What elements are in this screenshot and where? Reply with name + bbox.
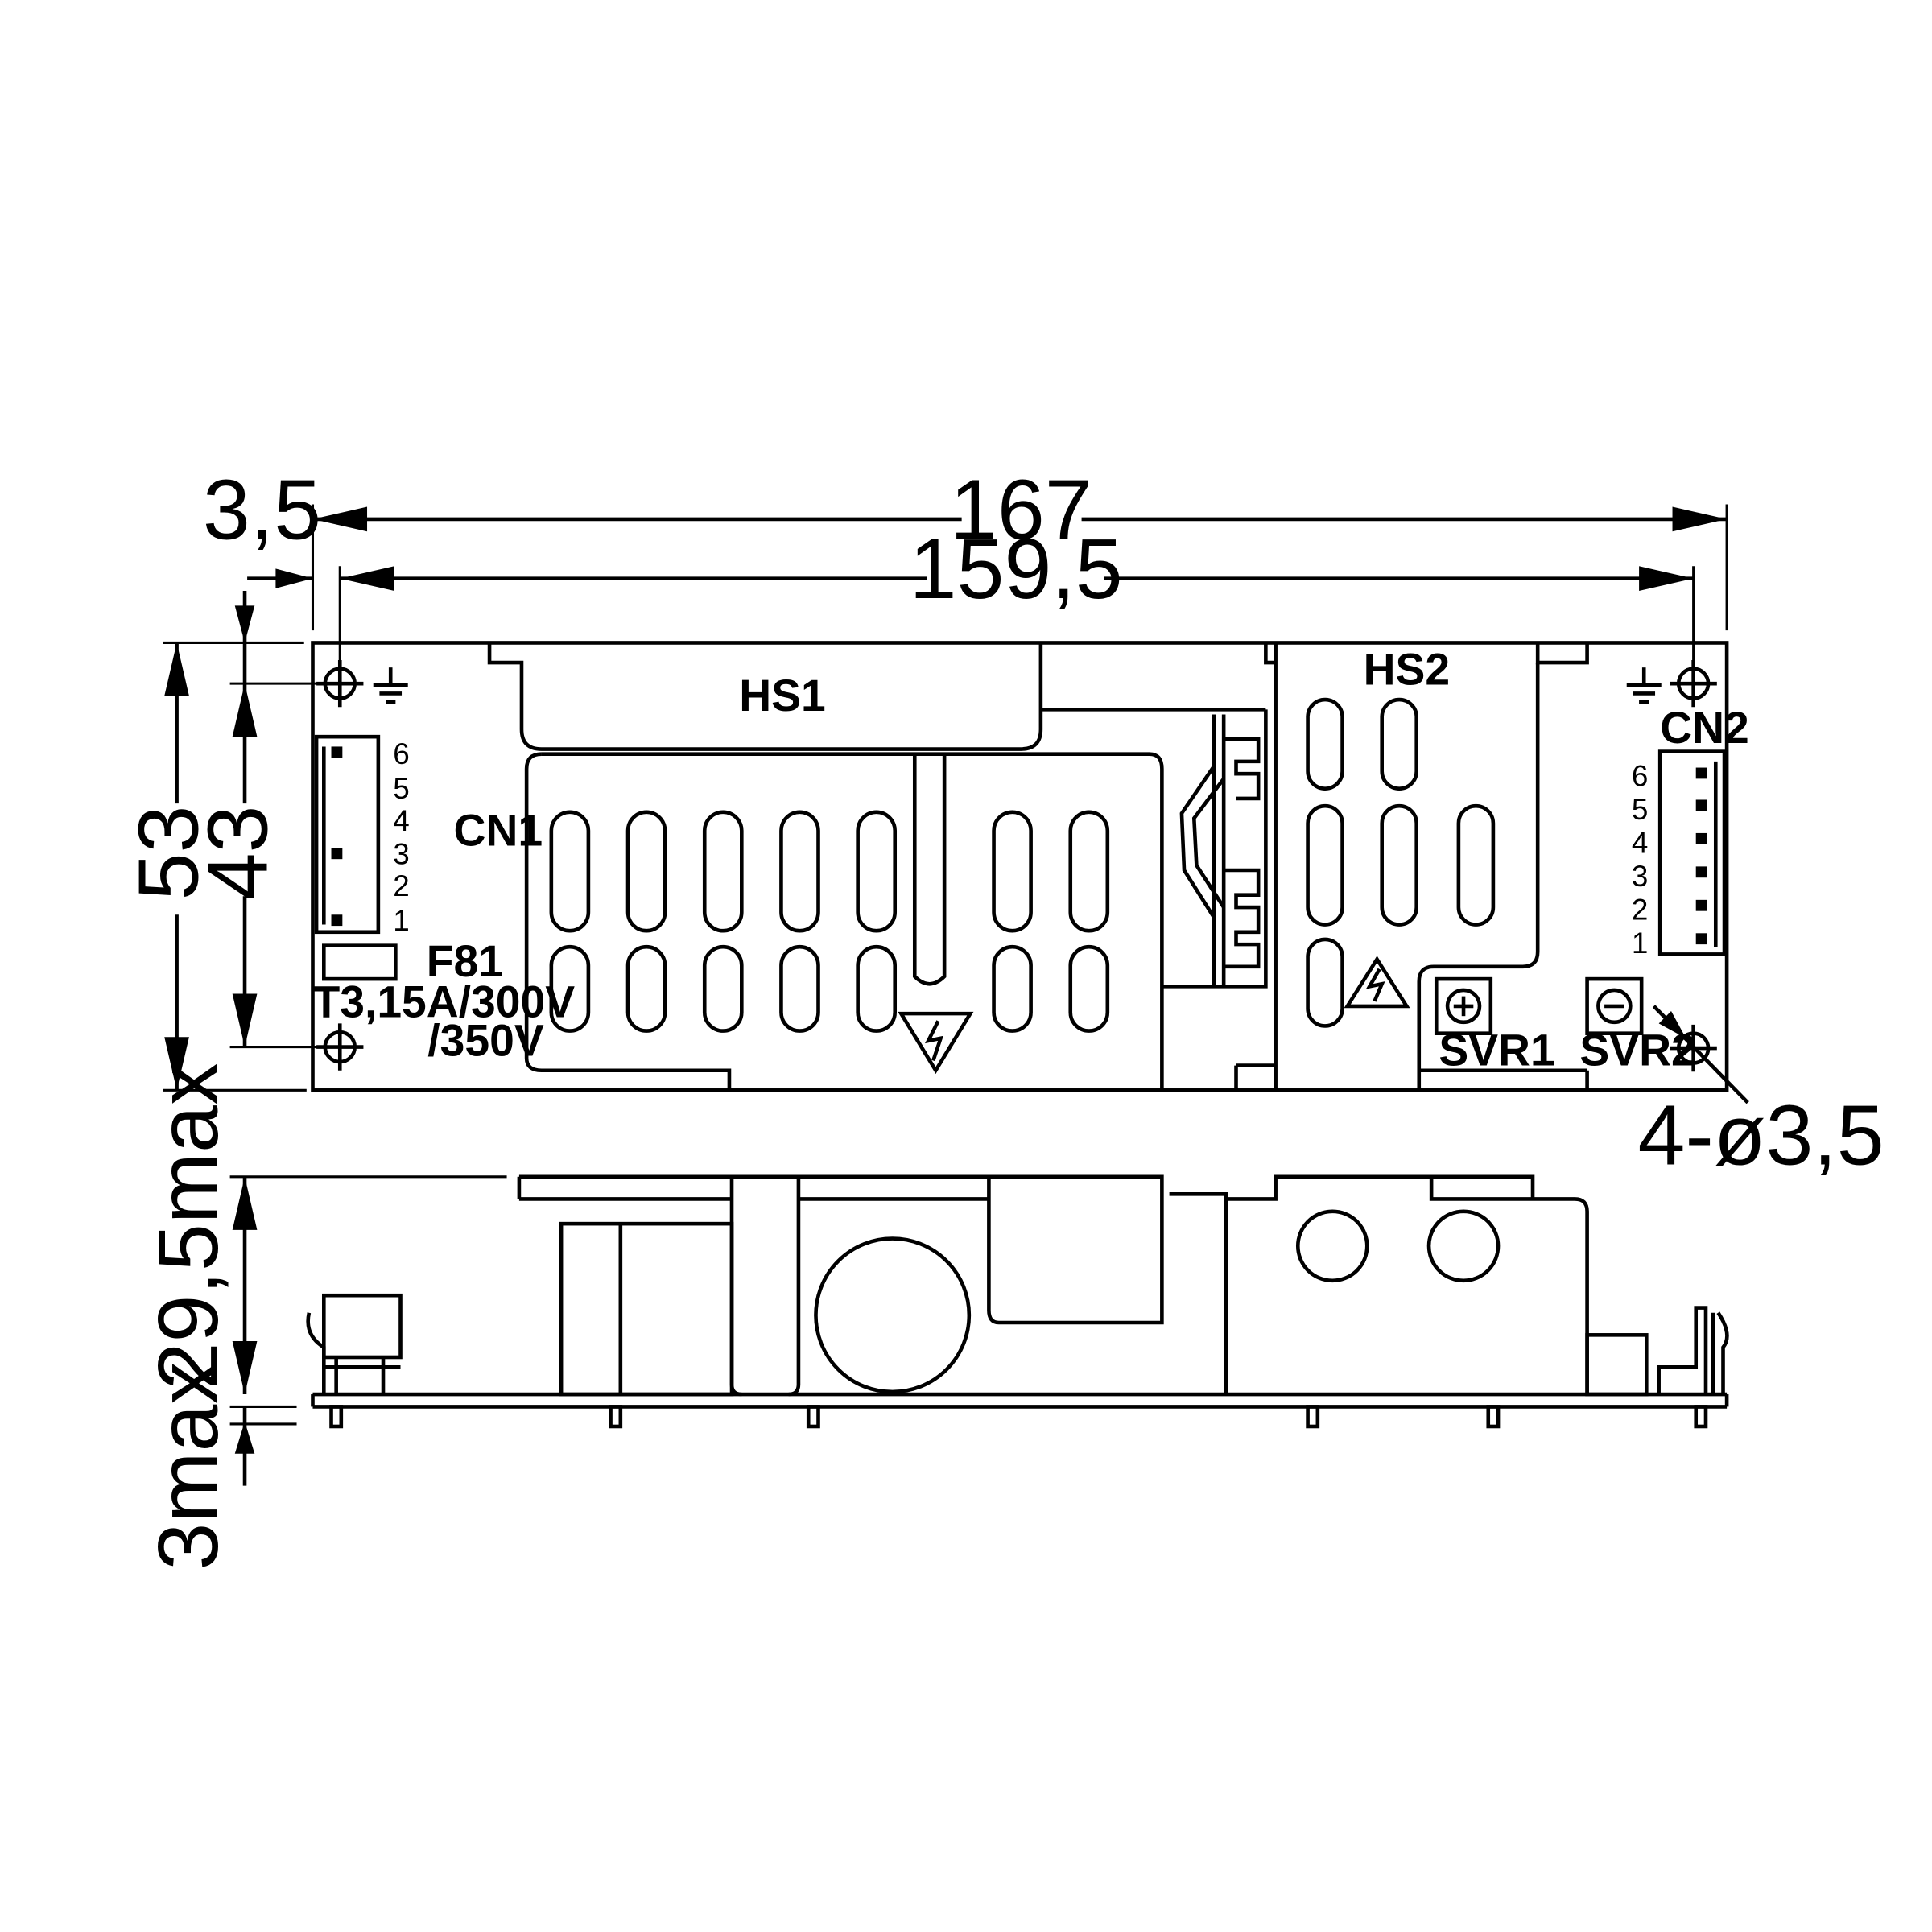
arrowhead [312,506,368,532]
width-dimensions: 53 43 [122,590,324,1092]
hs2-heatsink: HS2 [1264,642,1589,1091]
hs2-label: HS2 [1364,645,1451,695]
overall-width-label: 53 [122,806,217,901]
arrowhead [164,1037,189,1091]
cn1-pin-label: 5 [393,772,410,805]
arrowhead [1658,1011,1686,1038]
cn2-connector: 6 5 4 3 2 1 CN2 [1632,703,1749,960]
arrowhead [275,568,313,588]
arrowhead [232,683,258,737]
hs1-heatsink: HS1 [487,642,1266,1091]
cn1-pin-label: 2 [393,869,410,902]
cn1-pin-label: 1 [393,904,410,937]
top-view: 6 5 4 3 2 1 CN1 F81 T3,15A/300V /350V HS… [311,641,1885,1183]
ground-icon [1626,667,1662,704]
length-dimensions: 167 159,5 3,5 [203,462,1728,668]
capacitor [814,1236,972,1394]
side-view: 29,5max 3max [141,1063,1729,1571]
arrowhead [1639,566,1694,591]
arrowhead [234,1421,255,1454]
hole-spacing-length-label: 159,5 [910,522,1123,617]
cn2-pin-label: 1 [1632,927,1648,960]
cn1-label: CN1 [454,805,543,855]
svr2-label: SVR2 [1579,1026,1695,1075]
pin-protrusion-label: 3max [141,1362,236,1571]
arrowhead [232,1176,258,1230]
fuse-rating-line2: /350V [427,1015,544,1065]
cn1-pin-label: 4 [393,804,410,837]
arrowhead [1672,506,1728,532]
mounting-holes-label: 4-ø3,5 [1638,1088,1885,1183]
high-voltage-warning-icon [1344,956,1410,1009]
high-voltage-warning-icon [898,1011,974,1075]
mounting-hole-icon [1670,659,1717,708]
arrowhead [164,642,189,696]
fuse-label: F81 [427,936,503,986]
cn1-pin-label: 6 [393,737,410,770]
edge-offset-label: 3,5 [203,462,321,557]
fuse: F81 T3,15A/300V /350V [312,936,575,1065]
cn2-label: CN2 [1660,703,1749,753]
fuse-rating-line1: T3,15A/300V [312,977,575,1027]
cn2-pin-label: 3 [1632,860,1648,893]
cn2-pin-label: 2 [1632,893,1648,926]
arrowhead [234,605,255,643]
transformer [1162,709,1276,1091]
cn2-pin-label: 5 [1632,793,1648,826]
mounting-hole-icon [316,1023,364,1071]
arrowhead [232,993,258,1047]
ground-icon [373,667,408,704]
cn2-pin-label: 4 [1632,827,1648,860]
cn1-pin-label: 3 [393,837,410,870]
arrowhead [232,1341,258,1395]
cn1-connector: 6 5 4 3 2 1 CN1 [314,734,543,937]
arrowhead [340,566,394,591]
hole-spacing-width-label: 43 [191,806,286,901]
potentiometer-icon [1585,976,1644,1035]
cn2-pin-label: 6 [1632,760,1648,793]
overall-length-label: 167 [950,462,1092,557]
max-height-label: 29,5max [141,1063,236,1389]
mounting-hole-icon [316,659,364,708]
hs1-label: HS1 [739,671,826,720]
svr1-label: SVR1 [1439,1026,1554,1075]
potentiometer-icon [1434,976,1493,1035]
pcb-outline [311,641,1729,1092]
